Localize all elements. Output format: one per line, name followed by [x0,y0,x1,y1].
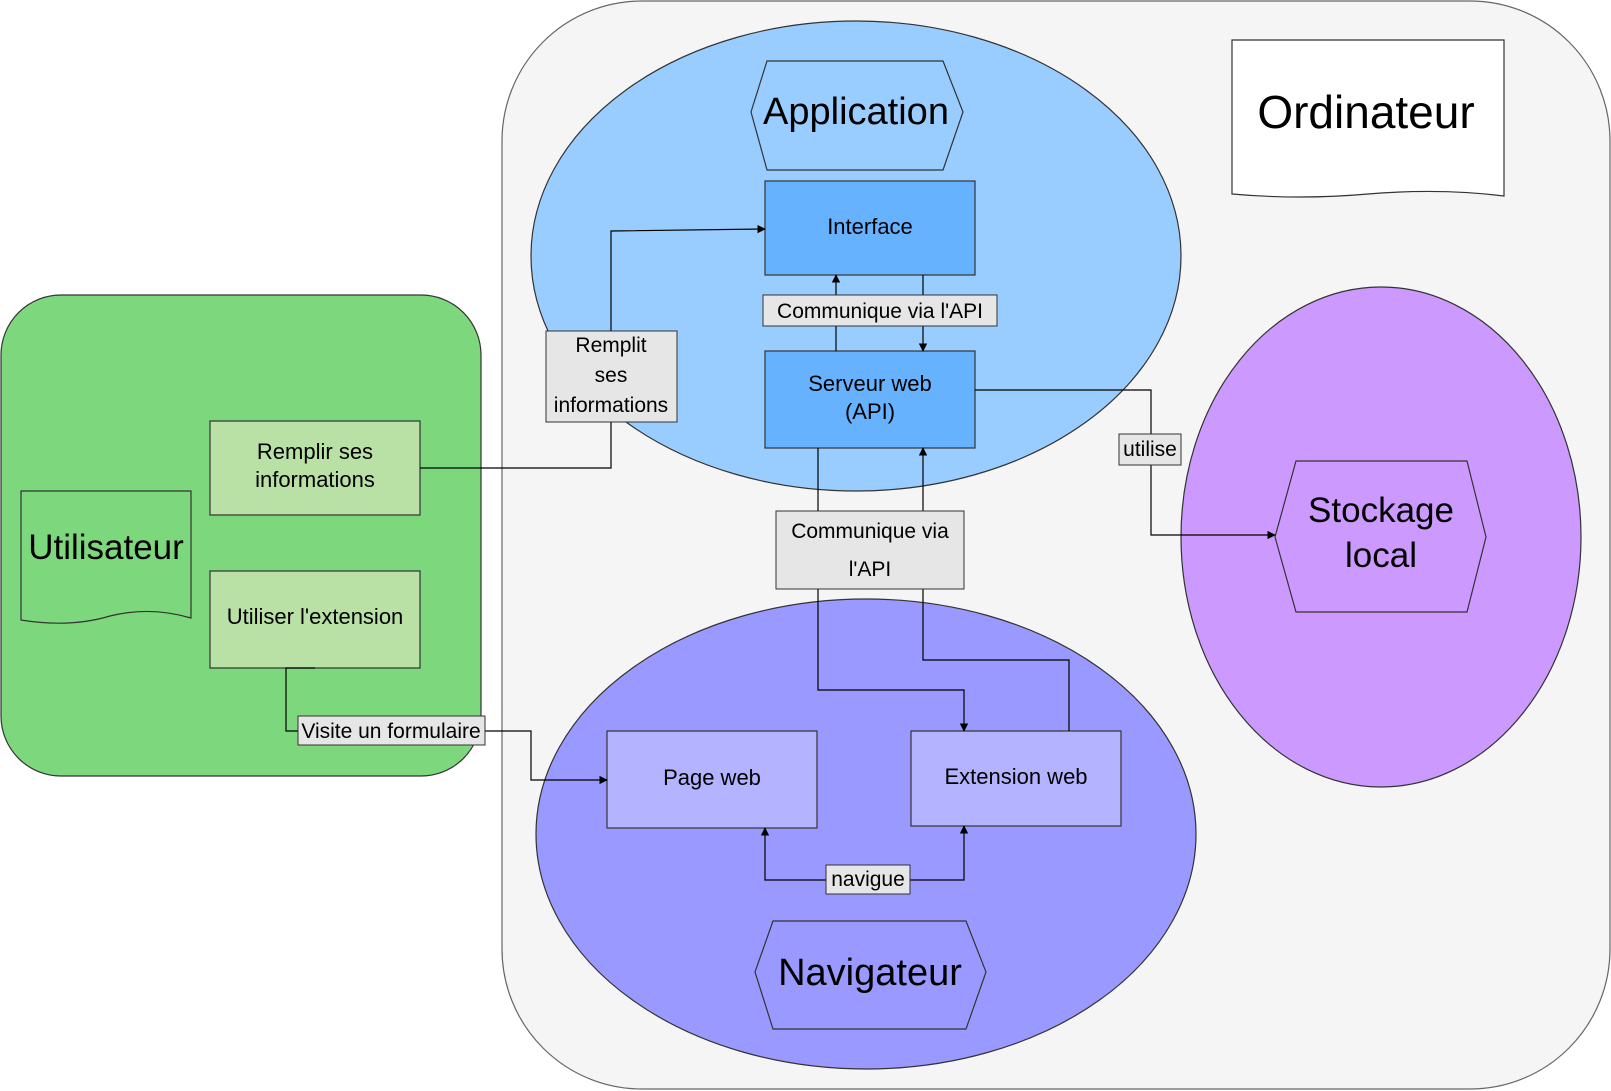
label-utilise-text: utilise [1123,438,1177,461]
label-visite-text: Visite un formulaire [301,720,480,743]
serveur-label-line1: Serveur web [808,371,932,396]
label-remplit-line1: Remplit [575,334,646,357]
label-visite: Visite un formulaire [297,715,486,746]
serveur-web-box: Serveur web (API) [764,350,976,449]
label-remplit-line2: ses [595,364,628,387]
label-utilise: utilise [1118,433,1182,466]
application-label: Application [763,91,949,133]
label-remplit: Remplit ses informations [545,330,678,423]
navigateur-label: Navigateur [778,952,962,994]
label-remplit-line3: informations [554,394,668,417]
remplir-box: Remplir ses informations [209,420,421,516]
page-web-label: Page web [663,765,761,790]
navigateur-hexagon: Navigateur [754,920,987,1030]
stockage-hexagon: Stockage local [1274,460,1487,613]
serveur-label-line2: (API) [845,399,895,424]
label-communique-mid-line2: l'API [849,558,892,581]
utiliser-box: Utiliser l'extension [209,570,421,669]
ordinateur-document: Ordinateur [1231,39,1505,198]
label-navigue-text: navigue [831,868,905,891]
utiliser-label: Utiliser l'extension [227,604,404,629]
label-communique-top: Communique via l'API [762,294,998,327]
label-communique-mid-line1: Communique via [791,520,949,543]
utilisateur-document: Utilisateur [20,490,192,624]
stockage-label-line1: Stockage [1308,491,1454,530]
label-communique-mid: Communique via l'API [775,510,965,590]
label-navigue: navigue [825,864,911,895]
extension-web-box: Extension web [910,730,1122,827]
interface-label: Interface [827,214,913,239]
application-hexagon: Application [750,60,964,171]
interface-box: Interface [764,180,976,276]
stockage-label-line2: local [1345,536,1417,575]
remplir-label-line1: Remplir ses [257,439,373,464]
extension-web-label: Extension web [944,764,1087,789]
remplir-label-line2: informations [255,467,375,492]
label-communique-top-text: Communique via l'API [777,300,983,323]
utilisateur-title: Utilisateur [28,528,184,567]
ordinateur-title: Ordinateur [1257,86,1474,138]
page-web-box: Page web [606,730,818,829]
